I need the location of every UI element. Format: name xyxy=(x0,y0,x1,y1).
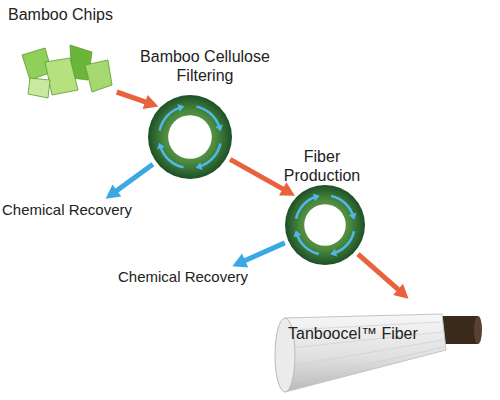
flow-arrow xyxy=(116,90,158,109)
circle-outline xyxy=(285,185,365,265)
bamboo-chips xyxy=(22,45,112,98)
process-circle: Fiber Production xyxy=(285,185,365,265)
node-heading: Fiber Production xyxy=(272,147,372,185)
cycle-arrow xyxy=(333,231,354,253)
thread-line xyxy=(290,340,443,366)
process-ring xyxy=(285,185,365,265)
cycle-arrow-head xyxy=(313,194,320,202)
cycle-arrow xyxy=(160,107,182,130)
process-core xyxy=(304,204,346,246)
cycle-arrow xyxy=(199,143,221,166)
thread-line xyxy=(290,347,444,382)
cycle-arrow xyxy=(331,196,353,217)
cycle-arrow xyxy=(297,233,319,254)
flow-arrow xyxy=(356,252,408,299)
process-circle: Bamboo Cellulose Filtering xyxy=(148,95,232,179)
flow-arrow xyxy=(232,241,285,268)
flow-arrow xyxy=(229,157,295,195)
spool-core xyxy=(440,316,478,344)
node-heading: Bamboo Cellulose Filtering xyxy=(135,47,275,85)
illustration-node: Bamboo Chips xyxy=(18,45,113,103)
node-label: Tanboocel™ Fiber xyxy=(288,324,458,343)
bamboo-chip xyxy=(45,58,78,95)
output-node: Chemical Recovery xyxy=(118,267,268,287)
cycle-arrow-head xyxy=(196,162,203,170)
node-label: Chemical Recovery xyxy=(118,267,268,286)
node-label: Chemical Recovery xyxy=(2,200,152,219)
spool-core-end xyxy=(474,316,482,344)
circle-outline xyxy=(148,95,232,179)
cycle-arrow xyxy=(160,146,183,168)
process-ring xyxy=(148,95,232,179)
product-node: Tanboocel™ Fiber xyxy=(272,300,478,392)
bamboo-chip xyxy=(28,78,50,98)
cycle-arrow-head xyxy=(157,143,165,150)
cycle-arrow xyxy=(196,107,219,129)
cycle-arrow-head xyxy=(330,249,337,257)
node-heading: Bamboo Chips xyxy=(8,5,158,24)
process-core xyxy=(168,115,212,159)
flow-arrow xyxy=(106,162,155,199)
fiber-spool xyxy=(275,314,482,392)
cycle-arrow-head xyxy=(215,124,223,131)
output-node: Chemical Recovery xyxy=(2,200,152,220)
cycle-arrow-head xyxy=(177,104,184,112)
cycle-arrow xyxy=(296,197,317,219)
cycle-arrow-head xyxy=(349,213,357,220)
cycle-arrow-head xyxy=(294,230,302,237)
bamboo-chip xyxy=(85,60,112,92)
